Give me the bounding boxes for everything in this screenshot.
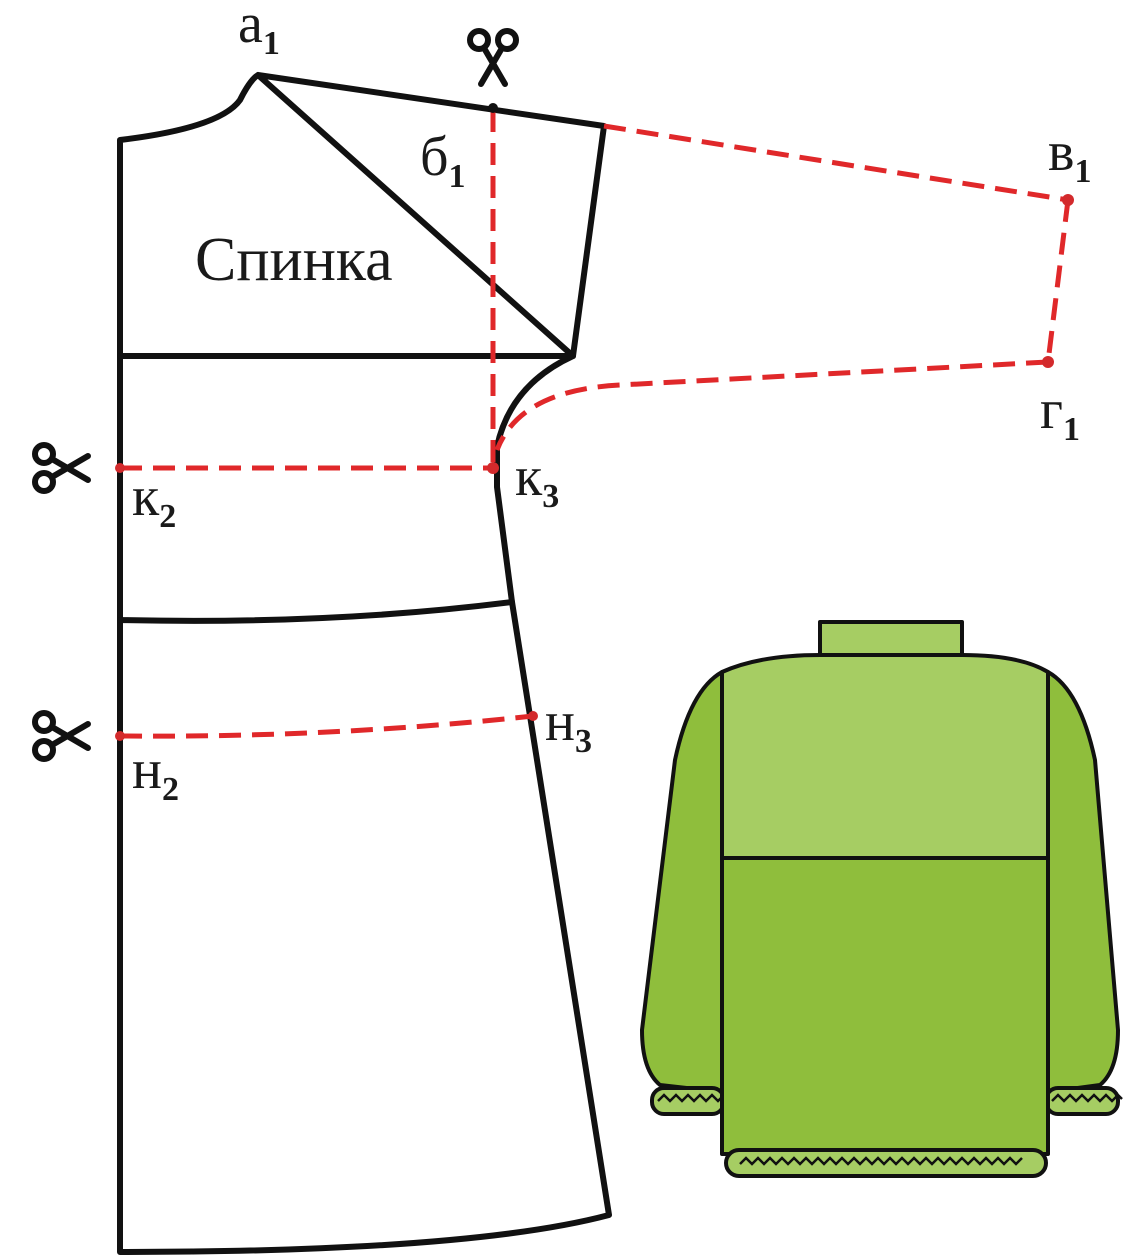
point-k3-dot xyxy=(487,462,499,474)
label-k2: к2 xyxy=(132,466,176,535)
label-k3: к3 xyxy=(515,446,559,515)
construction-points xyxy=(115,103,1074,741)
piece-label: Спинка xyxy=(195,226,393,294)
label-v1: в1 xyxy=(1048,121,1091,190)
point-v1-dot xyxy=(1062,194,1074,206)
sleeve-top-line xyxy=(603,123,1069,203)
point-n3-dot xyxy=(528,711,538,721)
hip-cut-n2-n3 xyxy=(119,713,534,739)
label-g1: г1 xyxy=(1040,379,1080,448)
label-n3: н3 xyxy=(545,691,592,760)
sleeve-underarm-line xyxy=(494,359,1049,451)
scissors-icon xyxy=(35,713,88,759)
yoke xyxy=(720,653,1050,860)
point-n2-dot xyxy=(115,731,125,741)
label-n2: н2 xyxy=(132,739,179,808)
sweater-body xyxy=(720,856,1050,1156)
scissors-icon xyxy=(35,445,88,491)
sleeve-cuff-line xyxy=(1045,199,1071,363)
right-sleeve xyxy=(1046,670,1120,1094)
left-sleeve xyxy=(640,670,724,1094)
sweater-illustration xyxy=(640,620,1123,1178)
left-cuff xyxy=(650,1086,726,1116)
hem-zigzag xyxy=(739,1156,1023,1166)
cut-lines xyxy=(119,110,1071,739)
right-cuff xyxy=(1044,1086,1120,1116)
back-pattern-piece xyxy=(117,72,612,1255)
point-g1-dot xyxy=(1042,356,1054,368)
label-b1: б1 xyxy=(420,126,466,195)
point-b1-dot xyxy=(488,103,498,113)
scissors-icon xyxy=(470,31,516,84)
point-k2-dot xyxy=(115,463,125,473)
waist-line xyxy=(117,599,515,624)
left-cuff-zigzag xyxy=(657,1093,729,1103)
label-a1: а1 xyxy=(238,0,280,62)
right-cuff-zigzag xyxy=(1051,1093,1123,1103)
